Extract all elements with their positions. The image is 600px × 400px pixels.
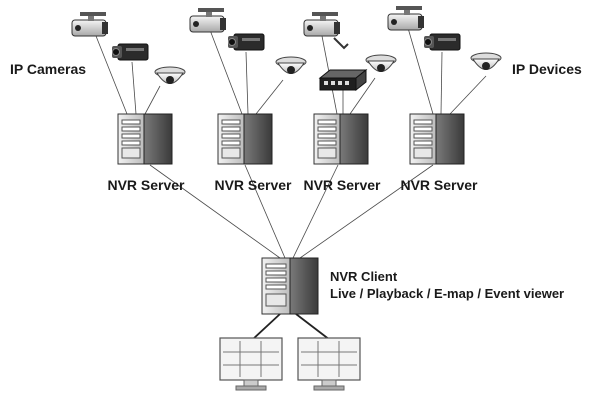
dome-camera-icon: [154, 66, 186, 84]
bullet-camera-icon: [189, 8, 226, 33]
monitor-icon: [219, 337, 283, 391]
dome-camera-icon: [365, 54, 397, 72]
nvr-server-4: [409, 113, 465, 165]
monitor-icon: [297, 337, 361, 391]
box-camera-icon: [112, 43, 149, 61]
box-camera-icon: [424, 33, 461, 51]
nvr-server-3: [313, 113, 369, 165]
nvr-server-label-3: NVR Server: [303, 177, 381, 193]
bullet-camera-icon: [387, 6, 424, 31]
nvr-server-label-1: NVR Server: [107, 177, 185, 193]
video-encoder-icon: [318, 68, 368, 92]
ip-cameras-label: IP Cameras: [10, 61, 86, 77]
nvr-server-label-2: NVR Server: [214, 177, 292, 193]
nvr-server-2: [217, 113, 273, 165]
box-camera-icon: [228, 33, 265, 51]
nvr-client-subtitle: Live / Playback / E-map / Event viewer: [330, 286, 564, 301]
ip-devices-label: IP Devices: [512, 61, 582, 77]
dome-camera-icon: [275, 56, 307, 74]
nvr-server-label-4: NVR Server: [400, 177, 478, 193]
network-links: [95, 27, 487, 341]
nvr-client-title: NVR Client: [330, 269, 398, 284]
nvr-client-server: [261, 257, 319, 315]
bullet-camera-icon: [303, 12, 349, 50]
nvr-server-1: [117, 113, 173, 165]
dome-camera-icon: [470, 52, 502, 70]
bullet-camera-icon: [71, 12, 108, 37]
